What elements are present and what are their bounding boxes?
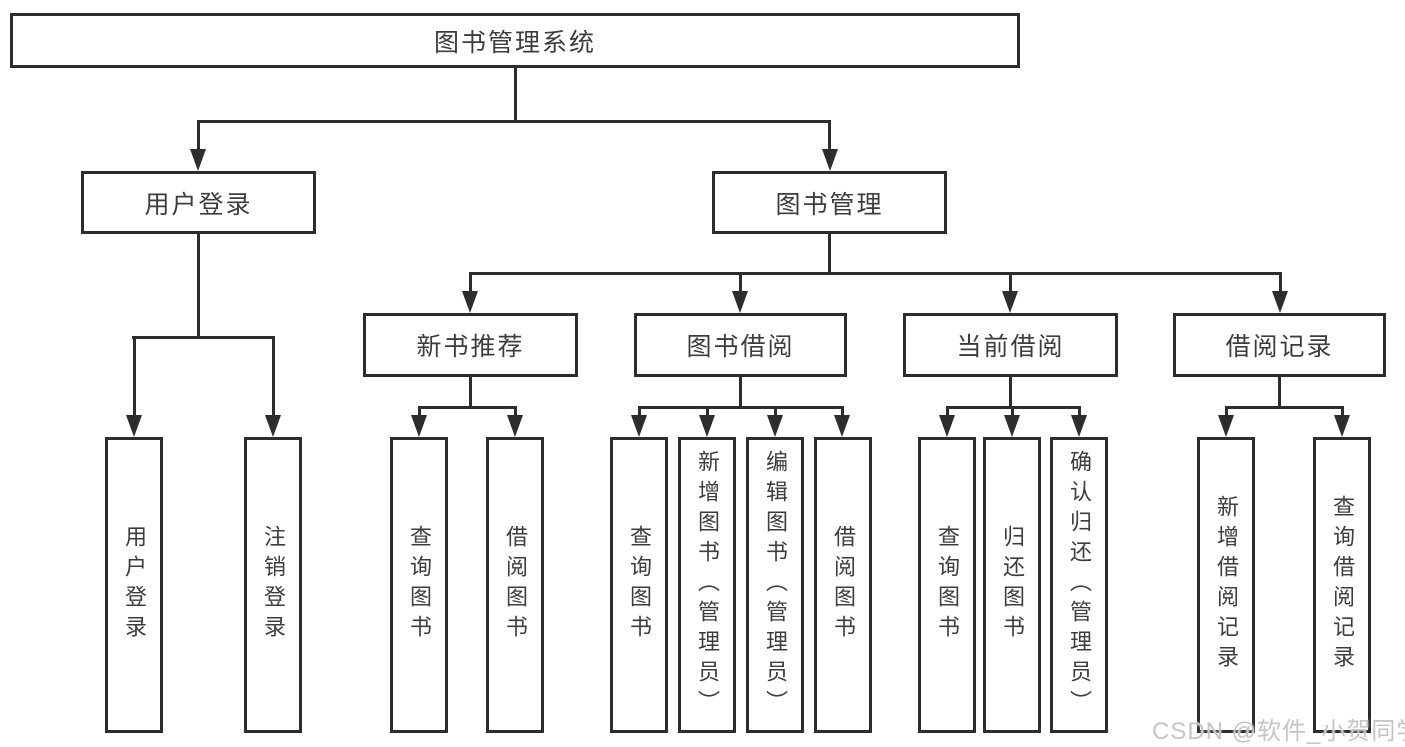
connector-new-book-stem [469, 377, 472, 409]
node-user-login-leaf: 用户登录 [105, 437, 163, 733]
node-query-books-borrowing: 查询图书 [610, 437, 668, 733]
connector-to-current-borrowing [1009, 272, 1012, 294]
connector-leaf-stem [638, 406, 641, 418]
arrow-down-icon [1272, 291, 1288, 313]
node-current-borrowing-label: 当前借阅 [956, 333, 1065, 361]
arrow-down-icon [265, 415, 281, 437]
connector-leaf-stem [1341, 406, 1344, 418]
connector-to-user-login-leaf [133, 336, 136, 418]
connector-borrowing-records-stem [1278, 377, 1281, 409]
node-return-books-label: 归还图书 [1000, 525, 1025, 645]
node-query-books-recommend-label: 查询图书 [407, 525, 432, 645]
connector-leaf-stem [946, 406, 949, 418]
node-query-books-current-label: 查询图书 [935, 525, 960, 645]
node-current-borrowing: 当前借阅 [903, 313, 1118, 377]
node-add-books-admin-label: 新增图书（管理员） [695, 450, 720, 720]
arrow-down-icon [1218, 415, 1234, 437]
node-logout: 注销登录 [244, 437, 302, 733]
connector-to-logout-leaf [272, 336, 275, 418]
connector-to-book-borrowing [739, 272, 742, 294]
node-add-borrow-record: 新增借阅记录 [1197, 437, 1255, 733]
connector-borrowing-records-split [1225, 406, 1343, 409]
node-query-books-borrowing-label: 查询图书 [627, 525, 652, 645]
connector-book-management-split [469, 272, 1282, 275]
arrow-down-icon [126, 415, 142, 437]
arrow-down-icon [699, 415, 715, 437]
arrow-down-icon [462, 291, 478, 313]
node-library-system: 图书管理系统 [10, 13, 1020, 68]
arrow-down-icon [631, 415, 647, 437]
node-edit-books-admin-label: 编辑图书（管理员） [763, 450, 788, 720]
node-library-system-label: 图书管理系统 [433, 28, 596, 57]
connector-to-user-login [197, 120, 200, 152]
arrow-down-icon [1002, 291, 1018, 313]
node-book-borrowing: 图书借阅 [634, 313, 847, 377]
node-add-borrow-record-label: 新增借阅记录 [1214, 495, 1239, 675]
arrow-down-icon [834, 415, 850, 437]
csdn-watermark: CSDN @软件_小贺同学 [1152, 718, 1405, 745]
connector-leaf-stem [706, 406, 709, 418]
connector-leaf-stem [1078, 406, 1081, 418]
connector-leaf-stem [1225, 406, 1228, 418]
connector-root-stem [514, 68, 517, 123]
node-return-books: 归还图书 [983, 437, 1041, 733]
connector-book-borrowing-stem [739, 377, 742, 409]
node-borrow-books: 借阅图书 [814, 437, 872, 733]
node-edit-books-admin: 编辑图书（管理员） [746, 437, 804, 733]
node-confirm-return-admin-label: 确认归还（管理员） [1067, 450, 1092, 720]
node-book-management: 图书管理 [712, 171, 947, 234]
node-user-login: 用户登录 [81, 171, 316, 234]
connector-user-login-stem [197, 234, 200, 339]
node-new-book-recommendation: 新书推荐 [363, 313, 578, 377]
node-query-books-current: 查询图书 [918, 437, 976, 733]
connector-to-book-management [828, 120, 831, 152]
node-query-borrow-record-label: 查询借阅记录 [1330, 495, 1355, 675]
arrow-down-icon [190, 149, 206, 171]
connector-leaf-stem [774, 406, 777, 418]
connector-root-split [197, 120, 831, 123]
arrow-down-icon [1071, 415, 1087, 437]
node-user-login-label: 用户登录 [144, 190, 253, 219]
arrow-down-icon [411, 415, 427, 437]
node-user-login-leaf-label: 用户登录 [122, 525, 147, 645]
connector-new-book-split [418, 406, 517, 409]
arrow-down-icon [732, 291, 748, 313]
node-book-management-label: 图书管理 [775, 190, 884, 219]
connector-user-login-split [132, 336, 275, 339]
node-book-borrowing-label: 图书借阅 [686, 333, 795, 361]
arrow-down-icon [939, 415, 955, 437]
node-query-borrow-record: 查询借阅记录 [1313, 437, 1371, 733]
node-new-book-recommendation-label: 新书推荐 [416, 333, 525, 361]
connector-book-management-stem [828, 234, 831, 275]
node-confirm-return-admin: 确认归还（管理员） [1050, 437, 1108, 733]
arrow-down-icon [1004, 415, 1020, 437]
connector-leaf-stem [841, 406, 844, 418]
node-logout-label: 注销登录 [261, 525, 286, 645]
node-borrowing-records: 借阅记录 [1173, 313, 1386, 377]
connector-to-new-book [469, 272, 472, 294]
arrow-down-icon [1334, 415, 1350, 437]
connector-to-borrowing-records [1279, 272, 1282, 294]
node-borrow-books-recommend: 借阅图书 [486, 437, 544, 733]
connector-current-borrowing-stem [1009, 377, 1012, 409]
connector-leaf-stem [514, 406, 517, 418]
node-borrow-books-recommend-label: 借阅图书 [503, 525, 528, 645]
arrow-down-icon [767, 415, 783, 437]
connector-leaf-stem [418, 406, 421, 418]
node-query-books-recommend: 查询图书 [390, 437, 448, 733]
node-borrowing-records-label: 借阅记录 [1225, 333, 1334, 361]
node-add-books-admin: 新增图书（管理员） [678, 437, 736, 733]
arrow-down-icon [507, 415, 523, 437]
arrow-down-icon [822, 149, 838, 171]
node-borrow-books-label: 借阅图书 [831, 525, 856, 645]
connector-leaf-stem [1011, 406, 1014, 418]
connector-book-borrowing-split [638, 406, 844, 409]
